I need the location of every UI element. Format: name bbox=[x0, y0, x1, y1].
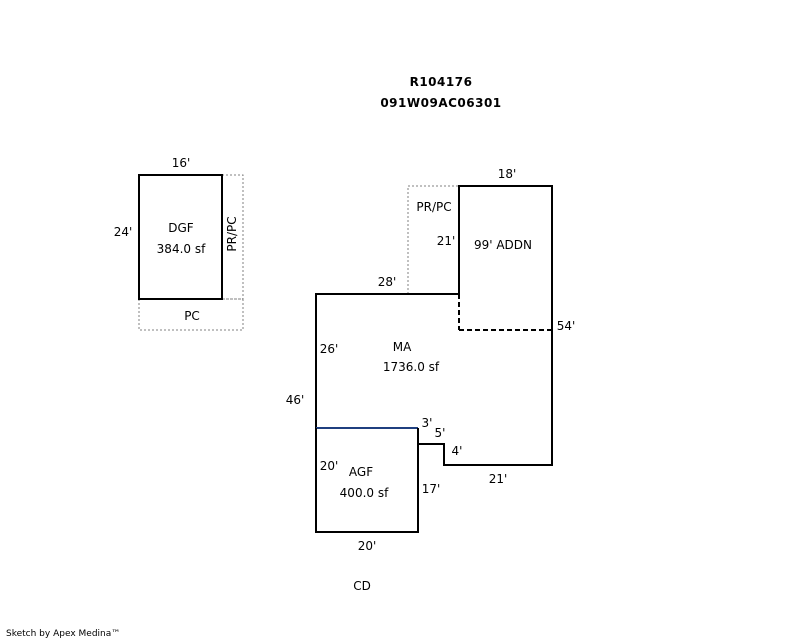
dgf-name: DGF bbox=[168, 221, 194, 235]
dgf-area: 384.0 sf bbox=[157, 242, 206, 256]
agf-area: 400.0 sf bbox=[340, 486, 389, 500]
dim-ma-left-inner: 26' bbox=[320, 342, 339, 356]
dim-right: 54' bbox=[557, 319, 576, 333]
dim-ma-top: 28' bbox=[378, 275, 397, 289]
dgf-side-label: PR/PC bbox=[225, 216, 239, 251]
prpc-label: PR/PC bbox=[416, 200, 451, 214]
prpc-outline bbox=[407, 185, 459, 294]
footer-credit: Sketch by Apex Medina™ bbox=[6, 629, 120, 639]
dgf-outline bbox=[138, 174, 223, 300]
main-structure: 18' PR/PC 21' 99' ADDN 28' 54' 26' MA 17… bbox=[286, 167, 576, 553]
dim-addn-left: 21' bbox=[437, 234, 456, 248]
addn-outline bbox=[417, 185, 553, 466]
dgf-bottom-label: PC bbox=[184, 309, 200, 323]
dim-step-3: 3' bbox=[422, 416, 433, 430]
dgf-top-dim: 16' bbox=[172, 156, 191, 170]
cd-label: CD bbox=[353, 579, 371, 593]
addn-label: 99' ADDN bbox=[474, 238, 532, 252]
dim-step-4: 4' bbox=[452, 444, 463, 458]
parcel-id: R104176 bbox=[410, 75, 473, 89]
agf-outline bbox=[315, 428, 419, 533]
detached-garage: 16' 24' DGF 384.0 sf PR/PC PC bbox=[114, 156, 244, 331]
dim-top-right: 18' bbox=[498, 167, 517, 181]
dim-step-5: 5' bbox=[435, 426, 446, 440]
dim-left-outer: 46' bbox=[286, 393, 305, 407]
ma-outline bbox=[315, 293, 459, 428]
map-tax-lot: 091W09AC06301 bbox=[380, 96, 501, 110]
ma-name: MA bbox=[393, 340, 412, 354]
dim-bottom-right: 21' bbox=[489, 472, 508, 486]
ma-area: 1736.0 sf bbox=[383, 360, 440, 374]
dim-bottom-agf: 20' bbox=[358, 539, 377, 553]
dim-agf-right: 17' bbox=[422, 482, 441, 496]
agf-name: AGF bbox=[349, 465, 373, 479]
dgf-left-dim: 24' bbox=[114, 225, 133, 239]
dim-agf-left: 20' bbox=[320, 459, 339, 473]
